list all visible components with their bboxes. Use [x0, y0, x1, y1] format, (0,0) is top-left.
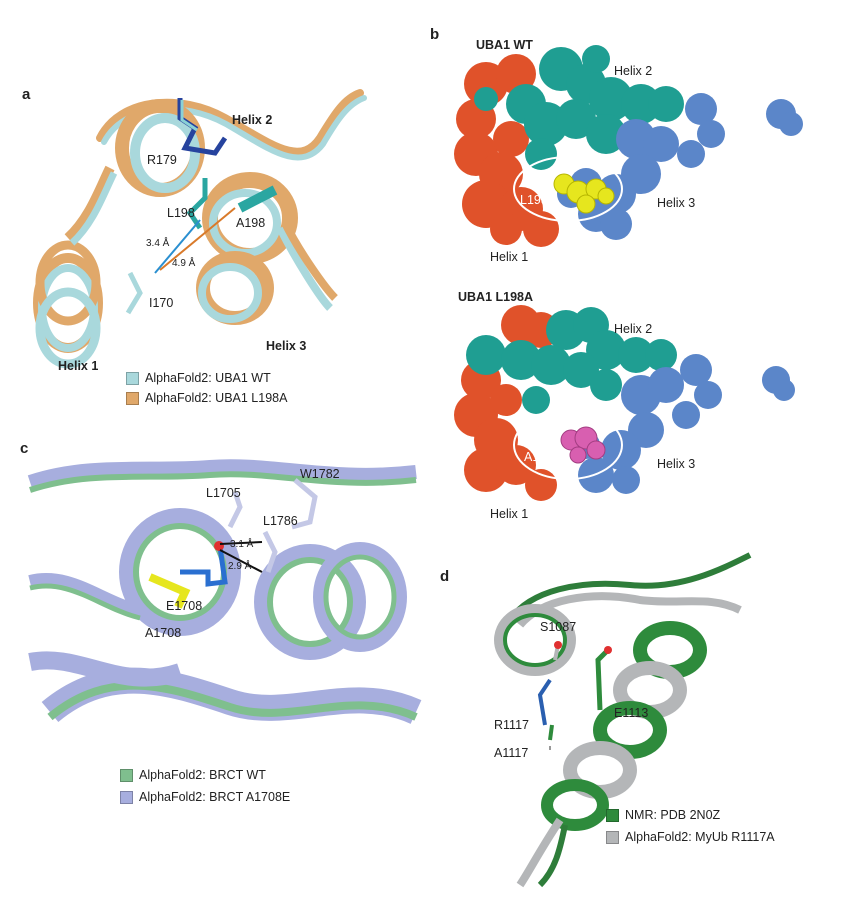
- panel-a-helix3-label: Helix 3: [266, 339, 307, 353]
- panel-b-bottom-helix2-label: Helix 2: [614, 322, 653, 336]
- panel-b-bottom-residue-label: A198: [524, 450, 554, 464]
- panel-c-a1708-label: A1708: [145, 626, 182, 640]
- panel-c-letter: c: [20, 440, 29, 457]
- panel-a-legend-wt: AlphaFold2: UBA1 WT: [126, 371, 271, 385]
- legend-label: AlphaFold2: MyUb R1117A: [625, 830, 775, 844]
- legend-swatch: [126, 371, 139, 385]
- panel-a-r179-label: R179: [147, 153, 177, 167]
- panel-a-i170-label: I170: [149, 296, 174, 310]
- legend-label: AlphaFold2: BRCT A1708E: [139, 790, 291, 804]
- legend-label: NMR: PDB 2N0Z: [625, 808, 721, 822]
- panel-c-dist2-label: 2.9 Å: [228, 561, 252, 572]
- panel-c-legend-wt: AlphaFold2: BRCT WT: [120, 768, 266, 782]
- panel-b-top-residue-label: L198: [520, 193, 548, 207]
- panel-a-a198-label: A198: [236, 216, 266, 230]
- legend-swatch: [120, 790, 133, 804]
- panel-c-l1786-label: L1786: [263, 514, 298, 528]
- legend-swatch: [126, 391, 139, 405]
- panel-b-bottom-helix1-label: Helix 1: [490, 507, 529, 521]
- panel-a-dist1-label: 3.4 Å: [146, 238, 170, 249]
- legend-swatch: [606, 808, 619, 822]
- panel-d-letter: d: [440, 568, 450, 585]
- panel-a-structure: [33, 89, 367, 369]
- panel-b-bottom-title: UBA1 L198A: [458, 290, 534, 304]
- panel-a-dist2-label: 4.9 Å: [172, 258, 196, 269]
- legend-swatch: [120, 768, 133, 782]
- panel-d-legend-af2: AlphaFold2: MyUb R1117A: [606, 830, 775, 844]
- legend-swatch: [606, 830, 619, 844]
- panel-d-e1113-label: E1113: [614, 706, 649, 720]
- panel-a-letter: a: [22, 86, 31, 103]
- panel-b-bottom-helix3-label: Helix 3: [657, 457, 696, 471]
- panel-a-helix2-label: Helix 2: [232, 113, 273, 127]
- panel-d-s1087-label: S1087: [540, 620, 577, 634]
- panel-c-e1708-label: E1708: [166, 599, 203, 613]
- panel-b-top-helix3-label: Helix 3: [657, 196, 696, 210]
- legend-label: AlphaFold2: UBA1 WT: [145, 371, 271, 385]
- panel-c-dist1-label: 3.1 Å: [230, 539, 254, 550]
- panel-b-top-title: UBA1 WT: [476, 38, 533, 52]
- panel-d-r1117-label: R1117: [494, 718, 529, 732]
- panel-b-bottom-surface: [454, 305, 795, 501]
- panel-a-l198-label: L198: [167, 206, 195, 220]
- panel-c-legend-mut: AlphaFold2: BRCT A1708E: [120, 790, 290, 804]
- legend-label: AlphaFold2: UBA1 L198A: [145, 391, 288, 405]
- panel-a-legend-mut: AlphaFold2: UBA1 L198A: [126, 391, 287, 405]
- legend-label: AlphaFold2: BRCT WT: [139, 768, 266, 782]
- panel-d-structure: [494, 552, 752, 888]
- panel-b-top-helix1-label: Helix 1: [490, 250, 529, 264]
- panel-c-structure: [27, 459, 422, 754]
- panel-d-legend-nmr: NMR: PDB 2N0Z: [606, 808, 720, 822]
- panel-c-w1782-label: W1782: [300, 467, 340, 481]
- panel-b-letter: b: [430, 26, 440, 43]
- panel-c-l1705-label: L1705: [206, 486, 241, 500]
- panel-a-helix1-label: Helix 1: [58, 359, 99, 373]
- panel-b-top-helix2-label: Helix 2: [614, 64, 653, 78]
- panel-b-top-surface: [454, 45, 803, 247]
- panel-d-a1117-label: A1117: [494, 746, 529, 760]
